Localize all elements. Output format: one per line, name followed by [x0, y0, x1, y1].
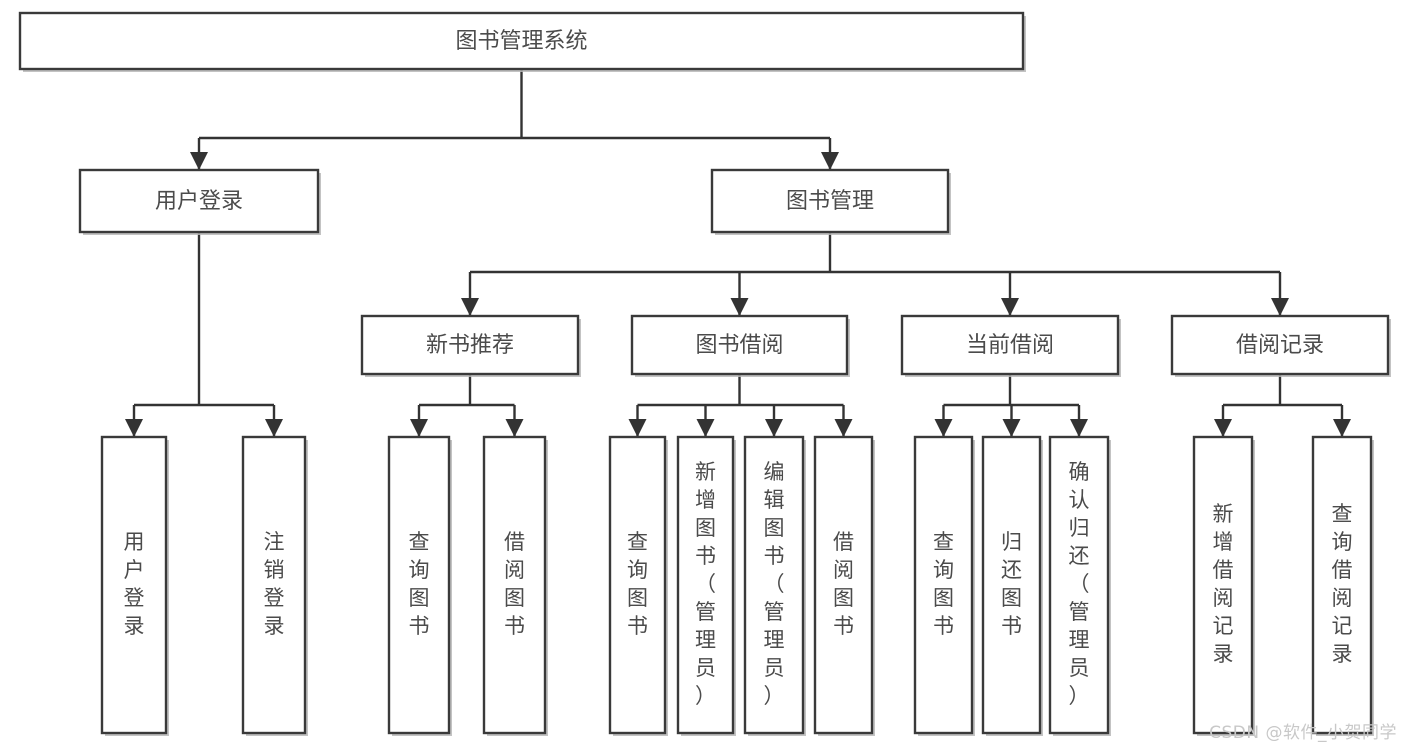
- nodes-layer: 图书管理系统用户登录图书管理新书推荐图书借阅当前借阅借阅记录用户登录注销登录查询…: [18, 11, 1391, 736]
- arrow-head-icon: [730, 298, 749, 316]
- arrow-head-icon: [190, 152, 208, 170]
- arrow-head-icon: [505, 419, 524, 437]
- edge-group-borrow-record: [1214, 374, 1351, 437]
- node-box[interactable]: [813, 435, 874, 735]
- arrow-head-icon: [628, 419, 647, 437]
- arrow-head-icon: [934, 419, 953, 437]
- node-label: 编辑图书（管理员）: [764, 460, 785, 708]
- arrow-head-icon: [1002, 419, 1021, 437]
- arrow-head-icon: [834, 419, 853, 437]
- node-leaf-bb-query[interactable]: 查询图书: [608, 435, 668, 736]
- node-user-login[interactable]: 用户登录: [78, 168, 321, 235]
- node-leaf-rec-query[interactable]: 查询图书: [387, 435, 452, 736]
- arrow-head-icon: [821, 152, 839, 170]
- node-box[interactable]: [360, 314, 580, 376]
- node-box[interactable]: [1048, 435, 1110, 735]
- edge-group-root: [190, 69, 839, 170]
- node-label: 借阅记录: [1236, 333, 1324, 358]
- node-leaf-bb-edit[interactable]: 编辑图书（管理员）: [743, 435, 806, 736]
- node-leaf-user-logout[interactable]: 注销登录: [241, 435, 308, 736]
- arrow-head-icon: [1271, 298, 1289, 316]
- arrow-head-icon: [1214, 419, 1232, 437]
- watermark-text: CSDN @软件_小贺同学: [1209, 723, 1397, 743]
- node-book-manage[interactable]: 图书管理: [710, 168, 951, 235]
- node-leaf-user-login[interactable]: 用户登录: [100, 435, 169, 736]
- node-label: 查询借阅记录: [1332, 502, 1353, 666]
- node-new-book-rec[interactable]: 新书推荐: [360, 314, 581, 377]
- arrow-head-icon: [1070, 419, 1088, 437]
- node-leaf-rec-borrow[interactable]: 借阅图书: [482, 435, 548, 736]
- node-box[interactable]: [78, 168, 320, 234]
- node-label: 图书借阅: [695, 333, 783, 358]
- edges-layer: [125, 69, 1351, 437]
- arrow-head-icon: [1333, 419, 1351, 437]
- arrow-head-icon: [265, 419, 283, 437]
- edge-group-user-login: [125, 232, 283, 437]
- node-borrow-record[interactable]: 借阅记录: [1170, 314, 1391, 377]
- node-leaf-cb-query[interactable]: 查询图书: [913, 435, 975, 736]
- node-box[interactable]: [710, 168, 950, 234]
- node-label: 注销登录: [264, 530, 285, 638]
- node-box[interactable]: [743, 435, 805, 735]
- node-label: 借阅图书: [833, 530, 854, 638]
- node-box[interactable]: [900, 314, 1120, 376]
- node-label: 用户登录: [124, 530, 145, 638]
- node-leaf-br-query[interactable]: 查询借阅记录: [1311, 435, 1374, 736]
- node-box[interactable]: [241, 435, 307, 735]
- node-box[interactable]: [1170, 314, 1390, 376]
- node-label: 新增图书（管理员）: [695, 460, 716, 708]
- node-label: 图书管理系统: [455, 29, 587, 54]
- node-box[interactable]: [913, 435, 974, 735]
- edge-group-book-manage: [461, 232, 1289, 316]
- arrow-head-icon: [125, 419, 143, 437]
- node-box[interactable]: [482, 435, 547, 735]
- edge-group-new-book-rec: [410, 374, 524, 437]
- node-label: 查询图书: [933, 530, 954, 638]
- arrow-head-icon: [765, 419, 783, 437]
- node-leaf-br-add[interactable]: 新增借阅记录: [1192, 435, 1255, 736]
- node-label: 图书管理: [786, 189, 874, 214]
- node-leaf-bb-add[interactable]: 新增图书（管理员）: [676, 435, 736, 736]
- node-box[interactable]: [676, 435, 735, 735]
- arrow-head-icon: [1001, 298, 1019, 316]
- node-box[interactable]: [1311, 435, 1373, 735]
- node-box[interactable]: [100, 435, 168, 735]
- node-label: 借阅图书: [504, 530, 525, 638]
- node-label: 新增借阅记录: [1213, 502, 1234, 666]
- node-label: 查询图书: [627, 530, 648, 638]
- edge-group-book-borrow: [628, 374, 853, 437]
- node-box[interactable]: [981, 435, 1042, 735]
- node-root[interactable]: 图书管理系统: [18, 11, 1026, 72]
- node-label: 新书推荐: [426, 333, 514, 358]
- node-label: 查询图书: [409, 530, 430, 638]
- node-label: 归还图书: [1001, 530, 1022, 638]
- node-box[interactable]: [387, 435, 451, 735]
- node-label: 用户登录: [155, 189, 243, 214]
- node-current-borrow[interactable]: 当前借阅: [900, 314, 1121, 377]
- node-box[interactable]: [608, 435, 667, 735]
- node-label: 当前借阅: [966, 333, 1054, 358]
- node-box[interactable]: [1192, 435, 1254, 735]
- edge-group-current-borrow: [934, 374, 1088, 437]
- arrow-head-icon: [410, 419, 428, 437]
- node-box[interactable]: [18, 11, 1025, 71]
- node-book-borrow[interactable]: 图书借阅: [630, 314, 850, 377]
- arrow-head-icon: [461, 298, 479, 316]
- node-leaf-bb-borrow[interactable]: 借阅图书: [813, 435, 875, 736]
- node-label: 确认归还（管理员）: [1069, 460, 1090, 708]
- node-leaf-cb-confirm[interactable]: 确认归还（管理员）: [1048, 435, 1111, 736]
- node-leaf-cb-return[interactable]: 归还图书: [981, 435, 1043, 736]
- node-box[interactable]: [630, 314, 849, 376]
- arrow-head-icon: [696, 419, 715, 437]
